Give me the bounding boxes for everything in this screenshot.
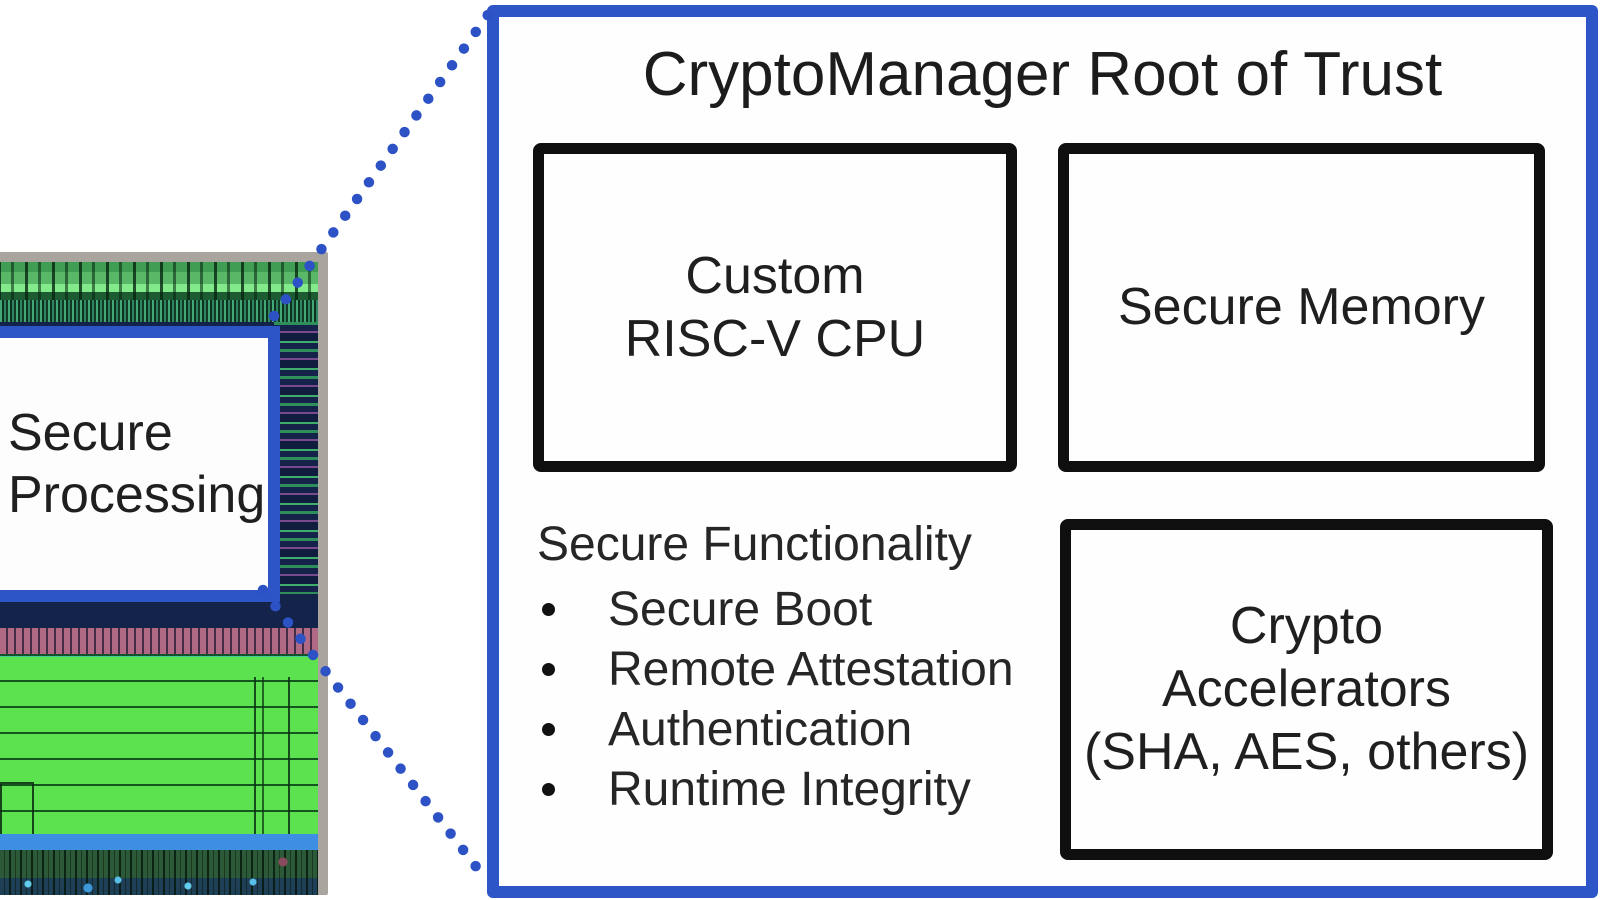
list-item: Runtime Integrity: [533, 759, 1033, 819]
secure-functionality-block: Secure Functionality Secure Boot Remote …: [533, 515, 1033, 819]
list-item-label: Remote Attestation: [608, 642, 1014, 696]
list-item: Remote Attestation: [533, 639, 1033, 699]
crypto-box-label-line1: Crypto: [1229, 597, 1384, 655]
list-item: Secure Boot: [533, 579, 1033, 639]
cpu-box-label-line1: Custom: [685, 246, 865, 305]
secure-processing-label-line2: Processing: [8, 466, 266, 524]
bullet-icon: [542, 662, 555, 676]
root-of-trust-panel: CryptoManager Root of Trust Custom RISC-…: [487, 5, 1598, 898]
list-item-label: Runtime Integrity: [608, 762, 971, 816]
secure-processing-label-line1: Secure: [8, 404, 173, 462]
bullet-icon: [542, 722, 555, 736]
custom-riscv-cpu-box: Custom RISC-V CPU: [533, 143, 1017, 472]
die-fine-stripe-band: [0, 300, 318, 322]
functionality-list: Secure Boot Remote Attestation Authentic…: [533, 579, 1033, 819]
crypto-box-label-line3: (SHA, AES, others): [1083, 723, 1530, 781]
cpu-box-label-line2: RISC-V CPU: [624, 309, 926, 368]
bullet-icon: [542, 782, 555, 796]
list-item-label: Authentication: [608, 702, 913, 756]
die-right-circuit-column: [274, 322, 318, 594]
functionality-heading: Secure Functionality: [537, 518, 972, 571]
secure-memory-box: Secure Memory: [1058, 143, 1545, 472]
die-blue-band: [0, 834, 318, 850]
secure-processing-box: Secure Processing: [0, 326, 280, 602]
crypto-accelerators-box: Crypto Accelerators (SHA, AES, others): [1060, 519, 1553, 860]
die-small-block: [0, 782, 34, 838]
panel-title: CryptoManager Root of Trust: [642, 40, 1443, 109]
bullet-icon: [542, 602, 555, 616]
chip-die-image: Secure Processing: [0, 252, 328, 895]
die-vertical-traces: [262, 677, 274, 834]
list-item: Authentication: [533, 699, 1033, 759]
die-speckles: [0, 850, 318, 895]
secure-memory-label: Secure Memory: [1118, 278, 1485, 336]
list-item-label: Secure Boot: [608, 582, 873, 636]
die-top-circuit-band: [0, 262, 318, 300]
die-pink-band: [0, 628, 318, 654]
crypto-box-label-line2: Accelerators: [1162, 660, 1451, 718]
